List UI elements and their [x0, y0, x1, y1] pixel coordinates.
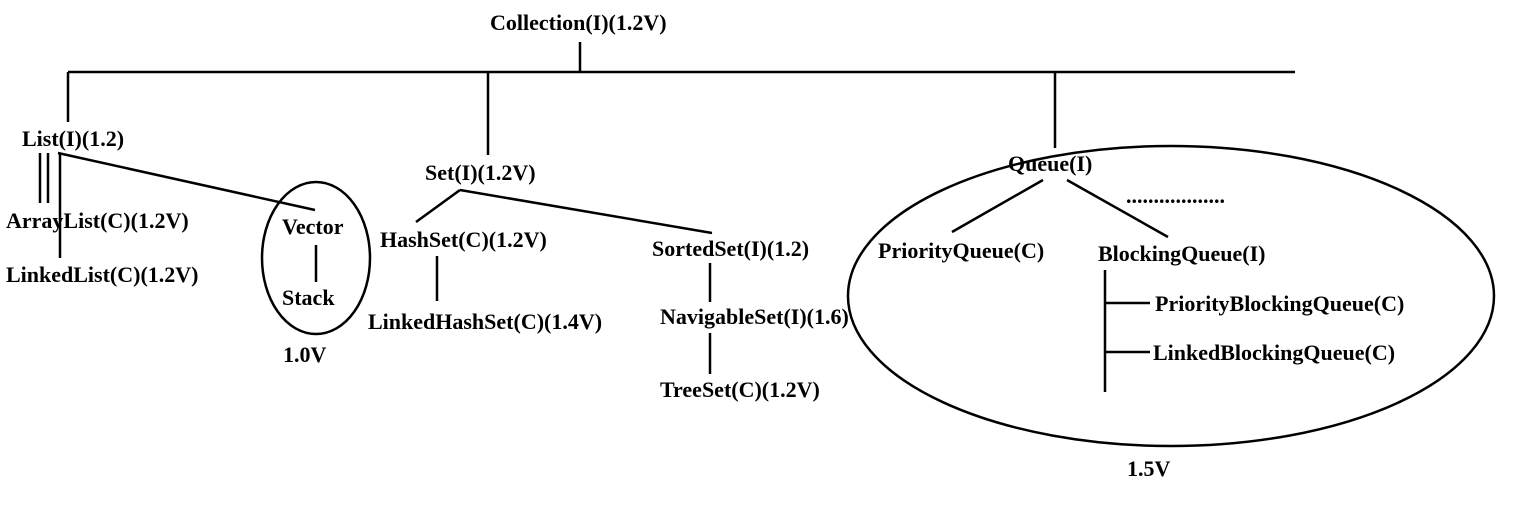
queue-more-ellipsis: ..................: [1126, 183, 1225, 208]
linkedhashset-node: LinkedHashSet(C)(1.4V): [368, 309, 602, 334]
priorityqueue-node: PriorityQueue(C): [878, 238, 1044, 263]
queue-group-ellipse: [846, 144, 1496, 448]
vector-node: Vector: [282, 214, 344, 239]
stack-node: Stack: [282, 285, 335, 310]
set-node: Set(I)(1.2V): [425, 160, 536, 185]
arraylist-node: ArrayList(C)(1.2V): [6, 208, 189, 233]
sortedset-node: SortedSet(I)(1.2): [652, 236, 809, 261]
collection-node: Collection(I)(1.2V): [490, 10, 667, 35]
hashset-connector: [415, 188, 461, 224]
sortedset-connector: [459, 188, 713, 235]
list-node: List(I)(1.2): [22, 126, 124, 151]
priorityqueue-connector: [951, 178, 1044, 234]
linkedblockingqueue-node: LinkedBlockingQueue(C): [1153, 340, 1395, 365]
treeset-node: TreeSet(C)(1.2V): [660, 377, 820, 402]
blockingqueue-node: BlockingQueue(I): [1098, 241, 1265, 266]
priorityblockingqueue-node: PriorityBlockingQueue(C): [1155, 291, 1404, 316]
vector-connector: [57, 151, 316, 212]
blockingqueue-connector: [1066, 178, 1169, 239]
hashset-node: HashSet(C)(1.2V): [380, 227, 547, 252]
queue-version-label: 1.5V: [1127, 456, 1171, 481]
legacy-version-label: 1.0V: [283, 342, 327, 367]
legacy-classes-ellipse: [260, 180, 372, 336]
queue-node: Queue(I): [1008, 151, 1092, 176]
navigableset-node: NavigableSet(I)(1.6): [660, 304, 849, 329]
linkedlist-node: LinkedList(C)(1.2V): [6, 262, 199, 287]
